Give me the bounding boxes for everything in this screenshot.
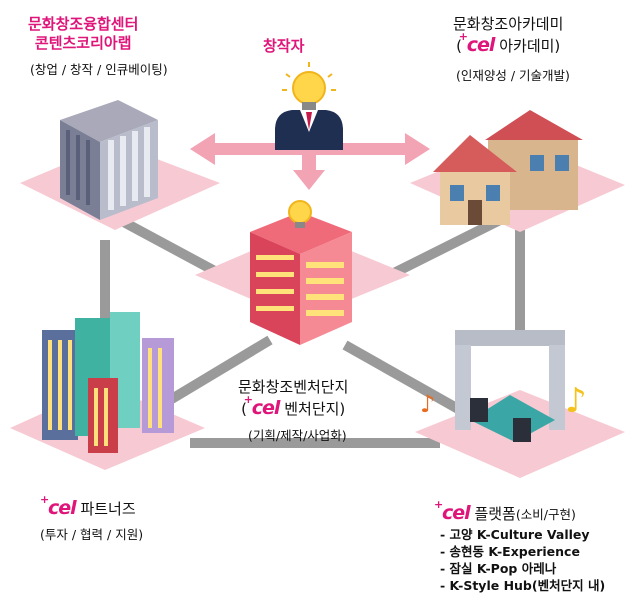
platform-stage-icon: ♪ ♪ [420, 330, 587, 442]
office-roof [60, 100, 158, 142]
music-note-right-icon: ♪ [565, 381, 587, 421]
connector-bl-center [167, 335, 273, 405]
office-right-face [100, 120, 158, 220]
cel-logo-icon: cel [434, 498, 471, 526]
stage-floor [470, 395, 555, 442]
music-note-left-icon: ♪ [420, 390, 435, 418]
academy-title: 문화창조아카데미 ( cel 아카데미) [453, 15, 563, 58]
fusion-center-subtitle: (창업 / 창작 / 인큐베이팅) [30, 62, 168, 77]
list-item: - 고양 K-Culture Valley [440, 527, 590, 542]
platform-name: 플랫폼 [474, 505, 516, 523]
house-door [468, 200, 482, 225]
speaker-left-icon [470, 398, 488, 422]
partners-title: cel 파트너즈 [40, 493, 136, 521]
arrow-right-head [405, 133, 430, 165]
arrow-down-shaft [302, 150, 316, 172]
venture-title: 문화창조벤처단지 ( cel 벤처단지) [238, 378, 348, 421]
venture-building-icon [250, 200, 352, 345]
stage-truss-right [549, 345, 565, 430]
connector-br-center [342, 340, 463, 415]
fusion-center-line1: 문화창조융합센터 [28, 15, 139, 33]
academy-subtitle: (인재양성 / 기술개발) [456, 68, 570, 83]
venture-line2: ( cel 벤처단지) [238, 393, 348, 421]
venture-right-face [300, 232, 352, 345]
platform-subtitle: (소비/구현) [515, 507, 576, 522]
cel-logo-icon: cel [40, 493, 77, 521]
arrow-left-head [190, 133, 215, 165]
cel-logo-icon: cel [244, 393, 281, 421]
house-front-roof [433, 135, 517, 172]
academy-line2: ( cel 아카데미) [453, 30, 563, 58]
list-item: - 송현동 K-Experience [440, 544, 580, 559]
fusion-center-line2: 콘텐츠코리아랩 [34, 33, 132, 52]
house-back-roof [485, 110, 583, 140]
venture-left-face [250, 232, 300, 345]
connector-lines [100, 215, 525, 448]
venture-subtitle: (기획/제작/사업화) [248, 428, 347, 443]
academy-line1: 문화창조아카데미 [453, 15, 564, 33]
lightbulb-icon [292, 71, 326, 105]
creator-tie [306, 112, 312, 130]
tower-red [88, 378, 118, 453]
cel-logo-icon: cel [459, 30, 496, 58]
venture-roof [250, 212, 352, 254]
stage-truss-top [455, 330, 565, 346]
fusion-center-title: 문화창조융합센터 콘텐츠코리아랩 [28, 15, 138, 53]
speaker-right-icon [513, 418, 531, 442]
partners-subtitle: (투자 / 협력 / 지원) [40, 527, 144, 542]
academy-houses-icon [433, 110, 583, 225]
platform-list: - 고양 K-Culture Valley - 송현동 K-Experience… [440, 526, 605, 594]
light-rays [282, 62, 336, 91]
creator-label: 창작자 [263, 37, 305, 55]
partners-towers-icon [42, 312, 174, 453]
office-building-icon [60, 100, 158, 220]
platform-title: cel 플랫폼(소비/구현) [434, 498, 576, 526]
list-item: - 잠실 K-Pop 아레나 [440, 561, 557, 576]
venture-lightbulb-icon [288, 200, 312, 224]
creator-figure [275, 62, 343, 150]
partners-name: 파트너즈 [80, 500, 136, 518]
lightbulb-base [302, 102, 316, 110]
venture-line1: 문화창조벤처단지 [238, 378, 349, 396]
stage-truss-left [455, 345, 471, 430]
list-item: - K-Style Hub(벤처단지 내) [440, 578, 606, 593]
arrow-down-head [293, 170, 325, 190]
